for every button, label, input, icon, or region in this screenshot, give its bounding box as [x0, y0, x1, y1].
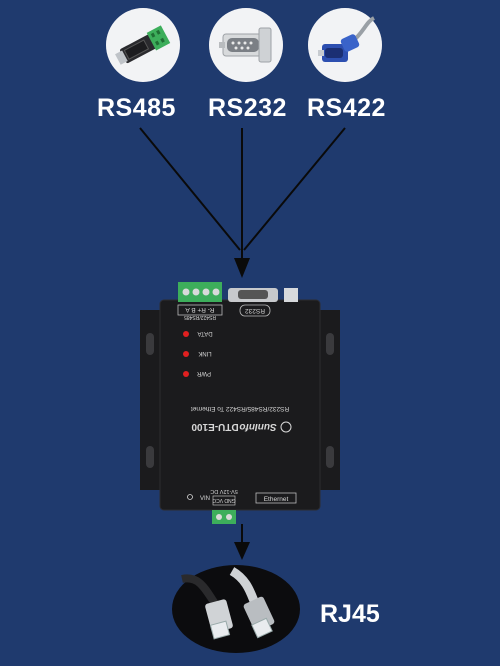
ethernet-label: Ethernet — [264, 496, 289, 503]
rs232-db9-connector-icon — [219, 27, 272, 63]
led-label-pwr: PWR — [196, 370, 211, 376]
brand-logo-icon — [280, 421, 292, 433]
device-brand: SunInfo — [239, 421, 276, 432]
link-led-icon — [183, 351, 189, 357]
arrow-head-output-icon — [234, 542, 250, 560]
rs232-port-label: RS232 — [245, 307, 265, 314]
power-terminal — [212, 510, 236, 524]
rj45-label: RJ45 — [320, 600, 380, 628]
arrow-line-rs485 — [139, 127, 241, 251]
rs232-connector-circle — [209, 8, 283, 82]
pwr-led-icon — [183, 371, 189, 377]
led-label-data: DATA — [197, 330, 212, 336]
power-label: 5V-12V DC — [210, 488, 238, 494]
terminal-label: R- R+ B A — [185, 306, 215, 313]
arrow-line-rs422 — [243, 127, 346, 251]
arrow-head-down-icon — [234, 258, 250, 278]
device-subtitle: RS232/RS485/RS422 To Ethernet — [191, 405, 289, 412]
vin-label: VIN — [200, 496, 210, 502]
rs485-adapter-circle — [106, 8, 180, 82]
data-led-icon — [183, 331, 189, 337]
rs422-label: RS422 — [307, 94, 386, 122]
rj45-ethernet-cable-icon — [181, 567, 275, 640]
power-sub-label: GND VCC — [212, 497, 235, 503]
vin-icon — [187, 494, 193, 500]
rs232-label: RS232 — [208, 94, 287, 122]
rs422-cable-circle — [308, 8, 382, 82]
rs485-label: RS485 — [97, 94, 176, 122]
dtu-device: R- R+ B A RS422/RS485 RS232 DATA LINK PW… — [140, 282, 340, 524]
rj45-cable-circle — [172, 565, 300, 653]
terminal-block — [178, 282, 222, 302]
rs485-adapter-icon — [115, 25, 171, 65]
led-label-link: LINK — [198, 350, 211, 356]
rs422-usb-serial-cable-icon — [318, 16, 376, 62]
device-model: DTU-E100 — [191, 421, 239, 432]
terminal-sub-label: RS422/RS485 — [184, 314, 216, 320]
